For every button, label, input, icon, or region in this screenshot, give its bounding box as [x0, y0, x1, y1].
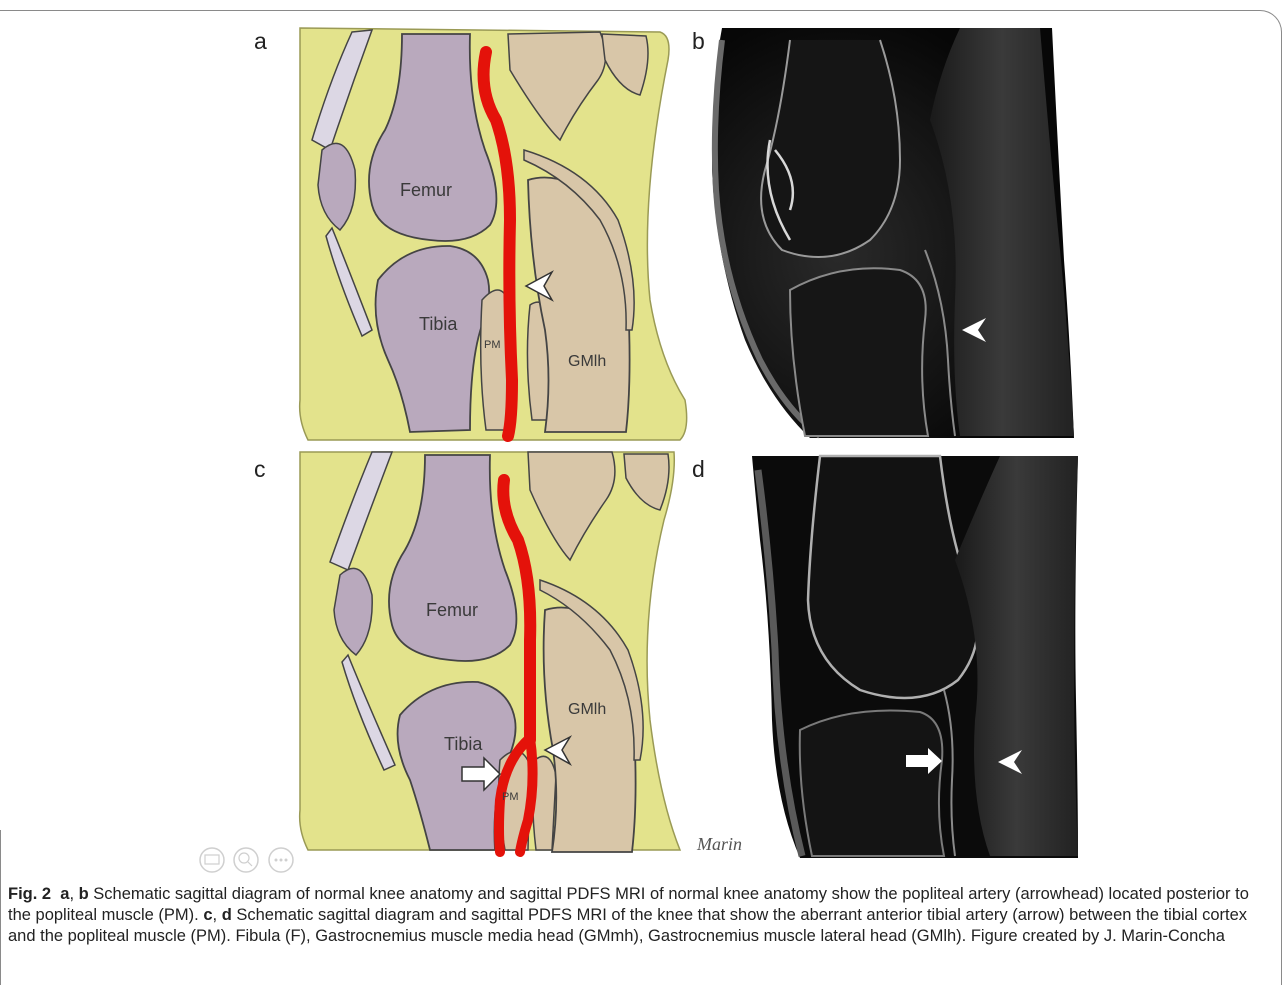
zoom-icon[interactable]	[234, 848, 258, 872]
panel-a-pm-label: PM	[484, 339, 501, 351]
panel-a-femur-label: Femur	[400, 180, 452, 200]
viewer-icons	[200, 848, 293, 872]
panel-a-gmlh-label: GMlh	[568, 353, 606, 370]
figure-caption: Fig. 2 a, b Schematic sagittal diagram o…	[8, 884, 1268, 947]
panel-c-femur-label: Femur	[426, 600, 478, 620]
caption-panel-d: d	[222, 906, 232, 924]
panel-c-gmlh-label: GMlh	[568, 701, 606, 718]
panel-b-mri	[712, 28, 1074, 438]
panel-a-tibia-label: Tibia	[419, 314, 458, 334]
caption-panel-b: b	[79, 885, 89, 903]
panel-c-tibia-label: Tibia	[444, 734, 483, 754]
panel-c-pm-label: PM	[502, 791, 519, 803]
caption-fig-label: Fig. 2	[8, 885, 51, 903]
caption-sep-1: ,	[69, 885, 78, 903]
caption-sep-2: ,	[213, 906, 222, 924]
panel-d-tibia-outline	[800, 710, 944, 856]
signature: Marin	[696, 834, 742, 854]
panel-a-diagram: Femur Tibia PM GMlh	[300, 28, 687, 440]
more-icon[interactable]	[269, 848, 293, 872]
panel-c-diagram: Femur Tibia PM GMlh	[300, 452, 680, 852]
caption-panel-c: c	[203, 906, 212, 924]
print-icon[interactable]	[200, 848, 224, 872]
panel-d-mri	[752, 456, 1078, 858]
panel-b-tibia-outline	[790, 268, 928, 436]
